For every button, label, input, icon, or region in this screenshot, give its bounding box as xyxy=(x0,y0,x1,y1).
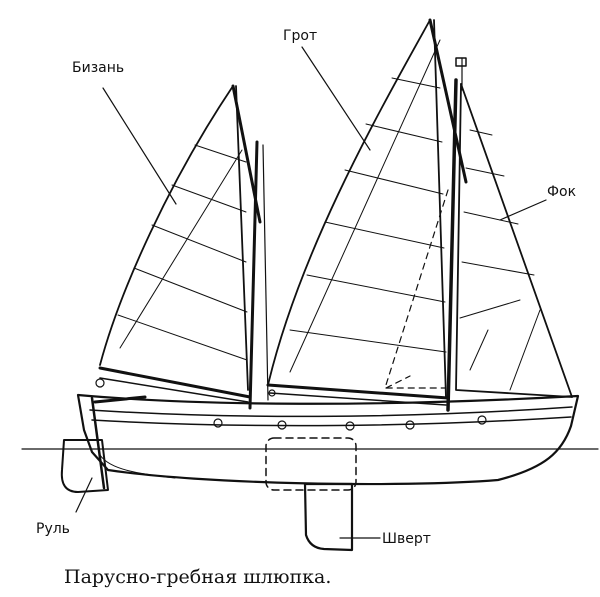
centerboard-trunk xyxy=(265,437,357,491)
main-label: Грот xyxy=(283,28,317,44)
jib-label: Фок xyxy=(547,184,576,200)
rudder xyxy=(60,395,147,493)
main-leader xyxy=(301,46,371,151)
centerboard-label: Шверт xyxy=(382,531,431,547)
jib-leader xyxy=(499,199,547,221)
mizzen-label: Бизань xyxy=(72,60,124,76)
jib-sail xyxy=(455,83,573,398)
figure-caption: Парусно-гребная шлюпка. xyxy=(64,566,331,588)
hull xyxy=(76,378,580,486)
main-sail xyxy=(266,18,468,412)
rudder-label: Руль xyxy=(36,521,70,537)
rudder-leader xyxy=(75,477,93,513)
mizzen-sail xyxy=(98,84,269,410)
mizzen-leader xyxy=(102,87,177,205)
centerboard xyxy=(303,482,354,552)
